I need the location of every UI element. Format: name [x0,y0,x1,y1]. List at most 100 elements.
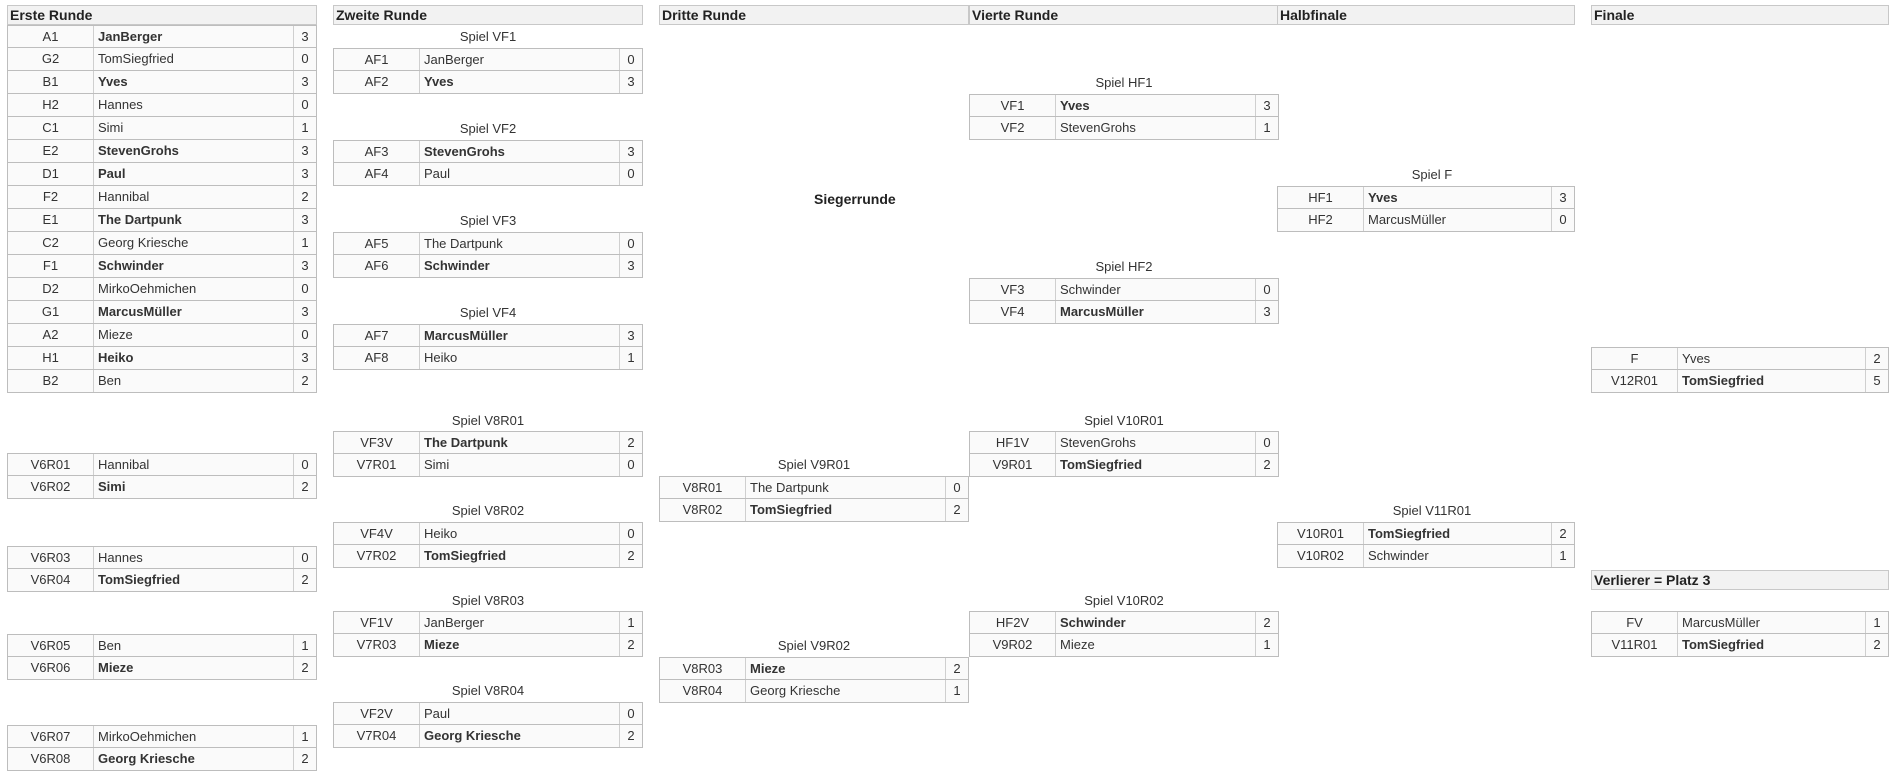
score: 0 [627,52,635,67]
slot-id: VF3V [334,432,420,453]
slot-id: V6R07 [8,726,94,747]
player-name: MarcusMüller [1364,209,1552,231]
slot-id: AF2 [334,71,420,93]
slot-id: B2 [8,370,94,392]
player-name: MarcusMüller [420,325,620,346]
slot-id: H2 [8,94,94,116]
player-name: StevenGrohs [420,141,620,162]
score: 0 [1263,435,1271,450]
slot-id: FV [1592,612,1678,633]
score: 0 [301,457,309,472]
player-name: TomSiegfried [1364,523,1552,544]
score: 0 [1559,212,1567,227]
player-name: Mieze [94,324,294,346]
score: 1 [1559,548,1567,563]
score: 2 [301,572,309,587]
player-name: StevenGrohs [1056,432,1256,453]
slot-id: AF1 [334,49,420,70]
game-caption: Spiel V8R03 [451,593,525,608]
score: 3 [301,29,309,44]
slot-id: V6R06 [8,657,94,679]
slot-id: D2 [8,278,94,300]
game-caption: Spiel HF1 [1095,75,1153,90]
score: 3 [1263,304,1271,319]
score: 0 [953,480,961,495]
score: 3 [627,328,635,343]
game-caption: Spiel V11R01 [1392,503,1472,518]
slot-id: F2 [8,186,94,208]
score: 0 [627,457,635,472]
player-name: Simi [420,454,620,476]
slot-id: E1 [8,209,94,231]
score: 2 [953,502,961,517]
player-name: Georg Kriesche [746,680,946,702]
score: 3 [301,350,309,365]
player-name: TomSiegfried [746,499,946,521]
player-name: MirkoOehmichen [94,726,294,747]
score: 0 [301,97,309,112]
player-name: Hannes [94,94,294,116]
player-name: Hannibal [94,186,294,208]
slot-id: VF2 [970,117,1056,139]
slot-id: VF1V [334,612,420,633]
player-name: Mieze [1056,634,1256,656]
score: 3 [301,74,309,89]
score: 2 [301,373,309,388]
player-name: Yves [94,71,294,93]
player-name: Schwinder [420,255,620,277]
slot-id: V10R01 [1278,523,1364,544]
score: 0 [1263,282,1271,297]
header-second-round: Zweite Runde [333,5,643,25]
slot-id: A1 [8,26,94,47]
slot-id: VF1 [970,95,1056,116]
player-name: TomSiegfried [1678,370,1866,392]
player-name: The Dartpunk [746,477,946,498]
player-name: Georg Kriesche [94,232,294,254]
score: 1 [301,729,309,744]
player-name: MirkoOehmichen [94,278,294,300]
score: 3 [301,304,309,319]
player-name: TomSiegfried [1678,634,1866,656]
score: 3 [301,212,309,227]
slot-id: V8R01 [660,477,746,498]
siegerrunde-label: Siegerrunde [814,191,896,207]
player-name: Yves [1056,95,1256,116]
header-semifinal: Halbfinale [1277,5,1575,25]
player-name: StevenGrohs [1056,117,1256,139]
player-name: Heiko [94,347,294,369]
